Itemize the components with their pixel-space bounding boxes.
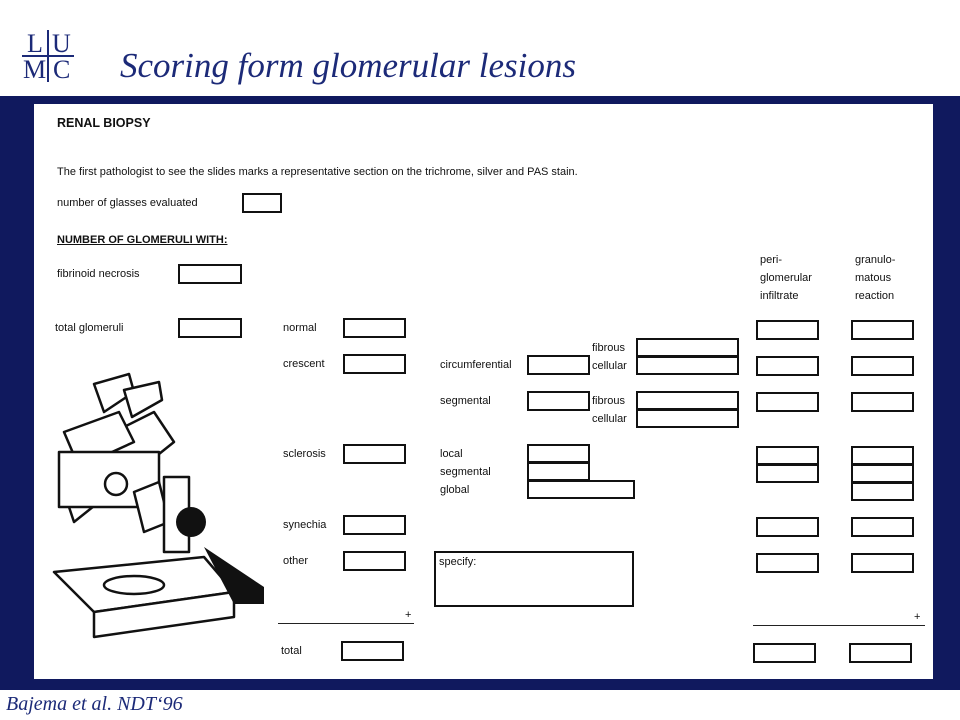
synechia-granulo-box[interactable] (851, 517, 914, 537)
synechia-peri-box[interactable] (756, 517, 819, 537)
total-box[interactable] (341, 641, 404, 661)
slide-title: Scoring form glomerular lesions (120, 46, 576, 85)
logo-letter-u: U (52, 29, 71, 58)
form-heading: RENAL BIOPSY (57, 116, 151, 130)
microscope-dial (103, 471, 129, 497)
microscope-focus-knob (176, 507, 206, 537)
crescent-peri-box[interactable] (756, 356, 819, 376)
other-granulo-box[interactable] (851, 553, 914, 573)
sum-line-right (753, 625, 925, 626)
logo-divider-v (47, 30, 49, 82)
circ-fibrous-label: fibrous (592, 342, 626, 354)
seg-fibrous-box[interactable] (636, 391, 739, 410)
specify-label: specify: (439, 556, 477, 568)
microscope-stage-hole (102, 574, 166, 596)
total-peri-box[interactable] (753, 643, 816, 663)
total-glomeruli-box[interactable] (178, 318, 242, 338)
microscope-eyepiece-right (122, 380, 164, 419)
normal-peri-box[interactable] (756, 320, 819, 340)
lumc-logo: L U M C (22, 29, 74, 84)
other-box[interactable] (343, 551, 406, 571)
circumferential-box[interactable] (527, 355, 590, 375)
total-granulo-box[interactable] (849, 643, 912, 663)
circumferential-label: circumferential (440, 359, 512, 371)
segcres-peri-box[interactable] (756, 392, 819, 412)
row-other-label: other (283, 555, 309, 567)
global-granulo-box[interactable] (851, 482, 914, 501)
row-normal-label: normal (283, 322, 317, 334)
normal-granulo-box[interactable] (851, 320, 914, 340)
col-granulo-1: granulo- (855, 254, 896, 266)
row-crescent-label: crescent (283, 358, 325, 370)
col-granulo-3: reaction (855, 290, 895, 302)
sclerosis-segmental-label: segmental (440, 466, 491, 478)
row-synechia-label: synechia (283, 519, 327, 531)
normal-box[interactable] (343, 318, 406, 338)
circ-fibrous-box[interactable] (636, 338, 739, 357)
glomeruli-heading: NUMBER OF GLOMERULI WITH: (57, 234, 228, 246)
microscope-illustration (52, 372, 264, 639)
glasses-label: number of glasses evaluated (57, 197, 198, 209)
seg-cellular-box[interactable] (636, 409, 739, 428)
global-box[interactable] (527, 480, 635, 499)
synechia-box[interactable] (343, 515, 406, 535)
specify-box[interactable] (434, 551, 634, 607)
local-peri-box[interactable] (756, 446, 819, 465)
segmental-crescent-label: segmental (440, 395, 491, 407)
col-peri-2: glomerular (760, 272, 812, 284)
logo-letter-c: C (53, 55, 71, 84)
other-peri-box[interactable] (756, 553, 819, 573)
plus-sign-left: + (405, 609, 412, 621)
row-sclerosis-label: sclerosis (283, 448, 326, 460)
glasses-box[interactable] (242, 193, 282, 213)
crescent-box[interactable] (343, 354, 406, 374)
plus-sign-right: + (914, 611, 921, 623)
local-label: local (440, 448, 463, 460)
microscope-shadow (204, 547, 264, 604)
logo-letter-m: M (23, 55, 47, 84)
col-peri-1: peri- (760, 254, 783, 266)
col-peri-3: infiltrate (760, 290, 799, 302)
row-total-label: total (281, 645, 302, 657)
local-granulo-box[interactable] (851, 446, 914, 465)
microscope-base-front (92, 590, 236, 639)
circ-cellular-box[interactable] (636, 356, 739, 375)
segscl-granulo-box[interactable] (851, 464, 914, 483)
citation: Bajema et al. NDT‘96 (6, 693, 183, 715)
total-glomeruli-label: total glomeruli (55, 322, 124, 334)
fibrinoid-label: fibrinoid necrosis (57, 268, 140, 280)
form-instruction: The first pathologist to see the slides … (57, 166, 578, 178)
logo-letter-l: L (27, 29, 43, 58)
segscl-peri-box[interactable] (756, 464, 819, 483)
sum-line-left (278, 623, 414, 624)
sclerosis-box[interactable] (343, 444, 406, 464)
global-label: global (440, 484, 470, 496)
segcres-granulo-box[interactable] (851, 392, 914, 412)
col-granulo-2: matous (855, 272, 892, 284)
crescent-granulo-box[interactable] (851, 356, 914, 376)
sclerosis-segmental-box[interactable] (527, 462, 590, 481)
circ-cellular-label: cellular (592, 360, 627, 372)
seg-cellular-label: cellular (592, 413, 627, 425)
fibrinoid-box[interactable] (178, 264, 242, 284)
seg-fibrous-label: fibrous (592, 395, 626, 407)
local-box[interactable] (527, 444, 590, 463)
segmental-crescent-box[interactable] (527, 391, 590, 411)
